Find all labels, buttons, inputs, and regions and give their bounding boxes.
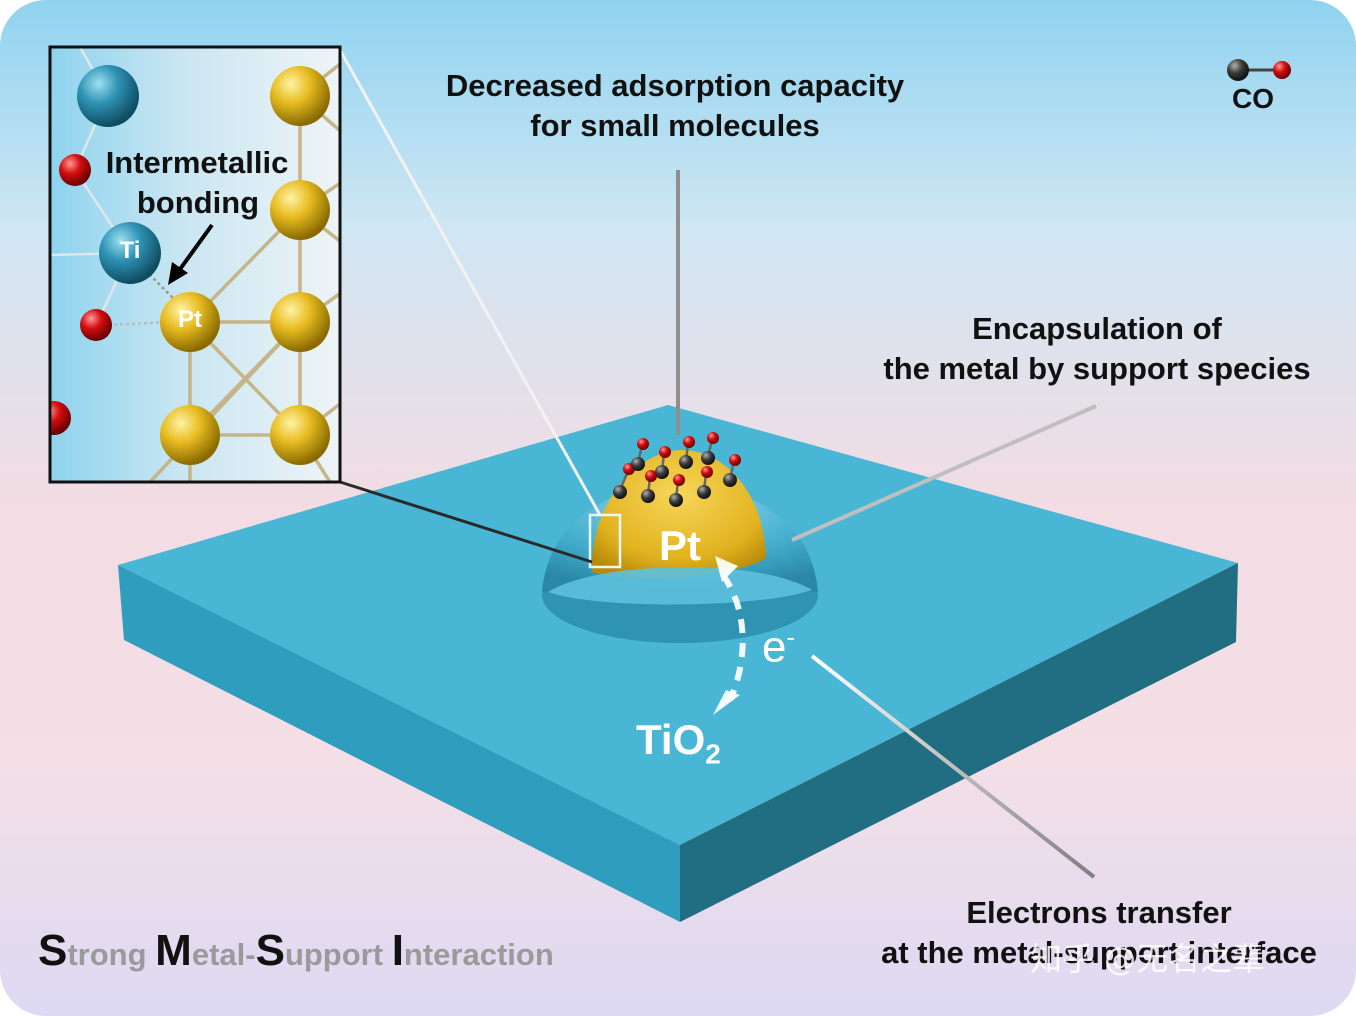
- title-text-etal: etal-: [191, 937, 256, 972]
- electron-symbol: e: [762, 622, 787, 672]
- electron-label: e-: [762, 612, 795, 673]
- co-molecule: [631, 438, 649, 471]
- encapsulation-label-line1: Encapsulation of: [972, 311, 1222, 346]
- pt-atom: [270, 66, 330, 126]
- co-legend-label: CO: [1232, 83, 1274, 114]
- oxygen-atom-icon: [1273, 61, 1291, 79]
- co-legend-molecule: [1227, 59, 1291, 81]
- electrons-label-line1: Electrons transfer: [966, 895, 1232, 930]
- title-initial-s: S: [38, 926, 68, 975]
- o-atom: [50, 401, 71, 435]
- title-text-nteraction: nteraction: [403, 937, 554, 972]
- watermark: 知乎 @无名之辈: [1030, 940, 1265, 978]
- adsorbed-co-molecules: [613, 432, 741, 507]
- shell-inner-lip: [548, 566, 812, 605]
- title-text-trong: trong: [67, 937, 156, 972]
- inset-source-marker: [588, 513, 622, 569]
- smsi-title: Strong Metal-Support Interaction: [38, 926, 554, 976]
- tio2-formula: TiO: [636, 716, 706, 763]
- arrowhead-up: [715, 556, 738, 582]
- electrons-label-line2: at the metal-support interface: [881, 935, 1317, 970]
- co-molecule: [669, 474, 685, 507]
- inset-connector-upper: [338, 49, 602, 516]
- ti-atom: [77, 65, 139, 127]
- arrowhead-down: [713, 690, 740, 715]
- inset-frame: [48, 45, 342, 484]
- carbon-atom-icon: [1227, 59, 1249, 81]
- intermetallic-label-line1: Intermetallic: [105, 145, 289, 180]
- pt-atom-labeled: [160, 292, 220, 352]
- o-atom: [80, 309, 112, 341]
- slab-right-face: [680, 563, 1238, 922]
- co-molecule: [723, 454, 741, 487]
- slab-front-face: [118, 565, 680, 922]
- adsorption-label-line2: for small molecules: [530, 108, 820, 143]
- callout-lines: [338, 49, 1097, 879]
- ti-atom-label: Ti: [119, 237, 141, 264]
- pt-atom: [270, 405, 330, 465]
- electron-transfer-arrow: [713, 556, 746, 715]
- electrons-pointer: [810, 654, 1096, 879]
- pt-atom-label: Pt: [178, 306, 202, 333]
- pt-atom: [160, 405, 220, 465]
- pt-dome: [591, 450, 766, 579]
- tio2-label: TiO2: [636, 716, 721, 778]
- encapsulation-label-line2: the metal by support species: [883, 351, 1311, 386]
- title-initial-m: M: [155, 926, 192, 975]
- o-atom: [59, 154, 91, 186]
- co-molecule: [697, 466, 713, 499]
- electron-charge: -: [786, 622, 796, 652]
- ti-atom-labeled: [99, 222, 161, 284]
- pt-atom: [270, 180, 330, 240]
- pt-atom: [270, 292, 330, 352]
- intermetallic-label-line2: bonding: [136, 185, 260, 220]
- co-molecule: [655, 446, 671, 479]
- title-text-upport: upport: [284, 937, 392, 972]
- encapsulation-pointer: [791, 404, 1097, 542]
- co-molecule: [679, 436, 695, 469]
- tio2-subscript: 2: [705, 738, 721, 770]
- co-molecule: [613, 463, 635, 499]
- bonding-arrow: [176, 223, 214, 274]
- atomic-structure-inset: [48, 45, 342, 484]
- adsorption-label: Decreased adsorption capacity for small …: [410, 66, 940, 146]
- pt-particle-label: Pt: [659, 522, 701, 569]
- inset-connector-lower: [339, 480, 593, 564]
- electrons-label: Electrons transfer at the metal-support …: [852, 893, 1346, 973]
- intermetallic-label: Intermetallic bonding: [92, 143, 302, 223]
- pt-o-bond: [107, 320, 171, 327]
- adsorption-label-line1: Decreased adsorption capacity: [445, 68, 905, 103]
- co-molecule: [701, 432, 719, 465]
- co-molecule: [641, 470, 657, 503]
- title-initial-s2: S: [255, 926, 285, 975]
- encapsulation-label: Encapsulation of the metal by support sp…: [852, 309, 1342, 389]
- encapsulated-pt-particle: [542, 450, 818, 643]
- title-initial-i: I: [391, 926, 404, 975]
- bonding-arrowhead: [168, 262, 188, 285]
